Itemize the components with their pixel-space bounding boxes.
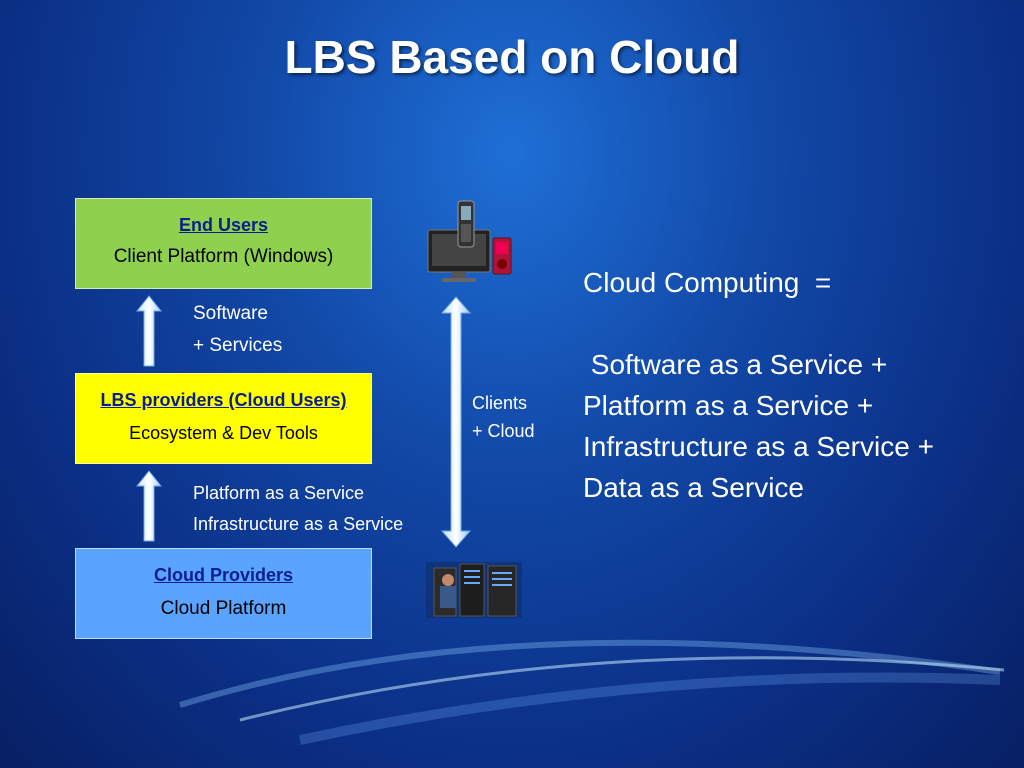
end-users-box: End Users Client Platform (Windows) <box>75 198 372 289</box>
end-users-sub: Client Platform (Windows) <box>113 246 334 267</box>
cloud-text: + Cloud <box>472 421 535 441</box>
clients-text: Clients <box>472 393 528 413</box>
lbs-providers-heading: LBS providers (Cloud Users) <box>100 390 347 410</box>
saas-line: Software as a Service + <box>583 349 888 380</box>
paas-text: Platform as a Service <box>193 483 365 503</box>
paas-iaas-label: Platform as a Service Infrastructure as … <box>193 478 403 540</box>
page-title: LBS Based on Cloud <box>284 31 740 83</box>
cloud-computing-equals: Cloud Computing = <box>583 267 832 298</box>
daas-line: Data as a Service <box>583 472 804 503</box>
software-services-label: Software + Services <box>193 298 282 362</box>
iaas-text: Infrastructure as a Service <box>193 514 404 534</box>
lbs-providers-box: LBS providers (Cloud Users) Ecosystem & … <box>75 373 372 464</box>
up-arrow-icon <box>136 295 162 367</box>
double-arrow-icon <box>441 296 471 548</box>
cloud-computing-definition: Cloud Computing = Software as a Service … <box>583 262 934 508</box>
software-text: Software <box>193 303 268 324</box>
devices-icon <box>427 200 512 282</box>
cloud-providers-sub: Cloud Platform <box>160 598 287 619</box>
datacenter-icon <box>426 562 522 618</box>
paas-line: Platform as a Service + <box>583 390 874 421</box>
iaas-line: Infrastructure as a Service + <box>583 431 934 462</box>
clients-cloud-label: Clients + Cloud <box>472 389 535 445</box>
cloud-providers-heading: Cloud Providers <box>153 565 294 585</box>
end-users-heading: End Users <box>178 215 269 235</box>
up-arrow-icon <box>136 470 162 542</box>
services-text: + Services <box>193 335 283 356</box>
lbs-providers-sub: Ecosystem & Dev Tools <box>129 423 318 443</box>
cloud-providers-box: Cloud Providers Cloud Platform <box>75 548 372 639</box>
